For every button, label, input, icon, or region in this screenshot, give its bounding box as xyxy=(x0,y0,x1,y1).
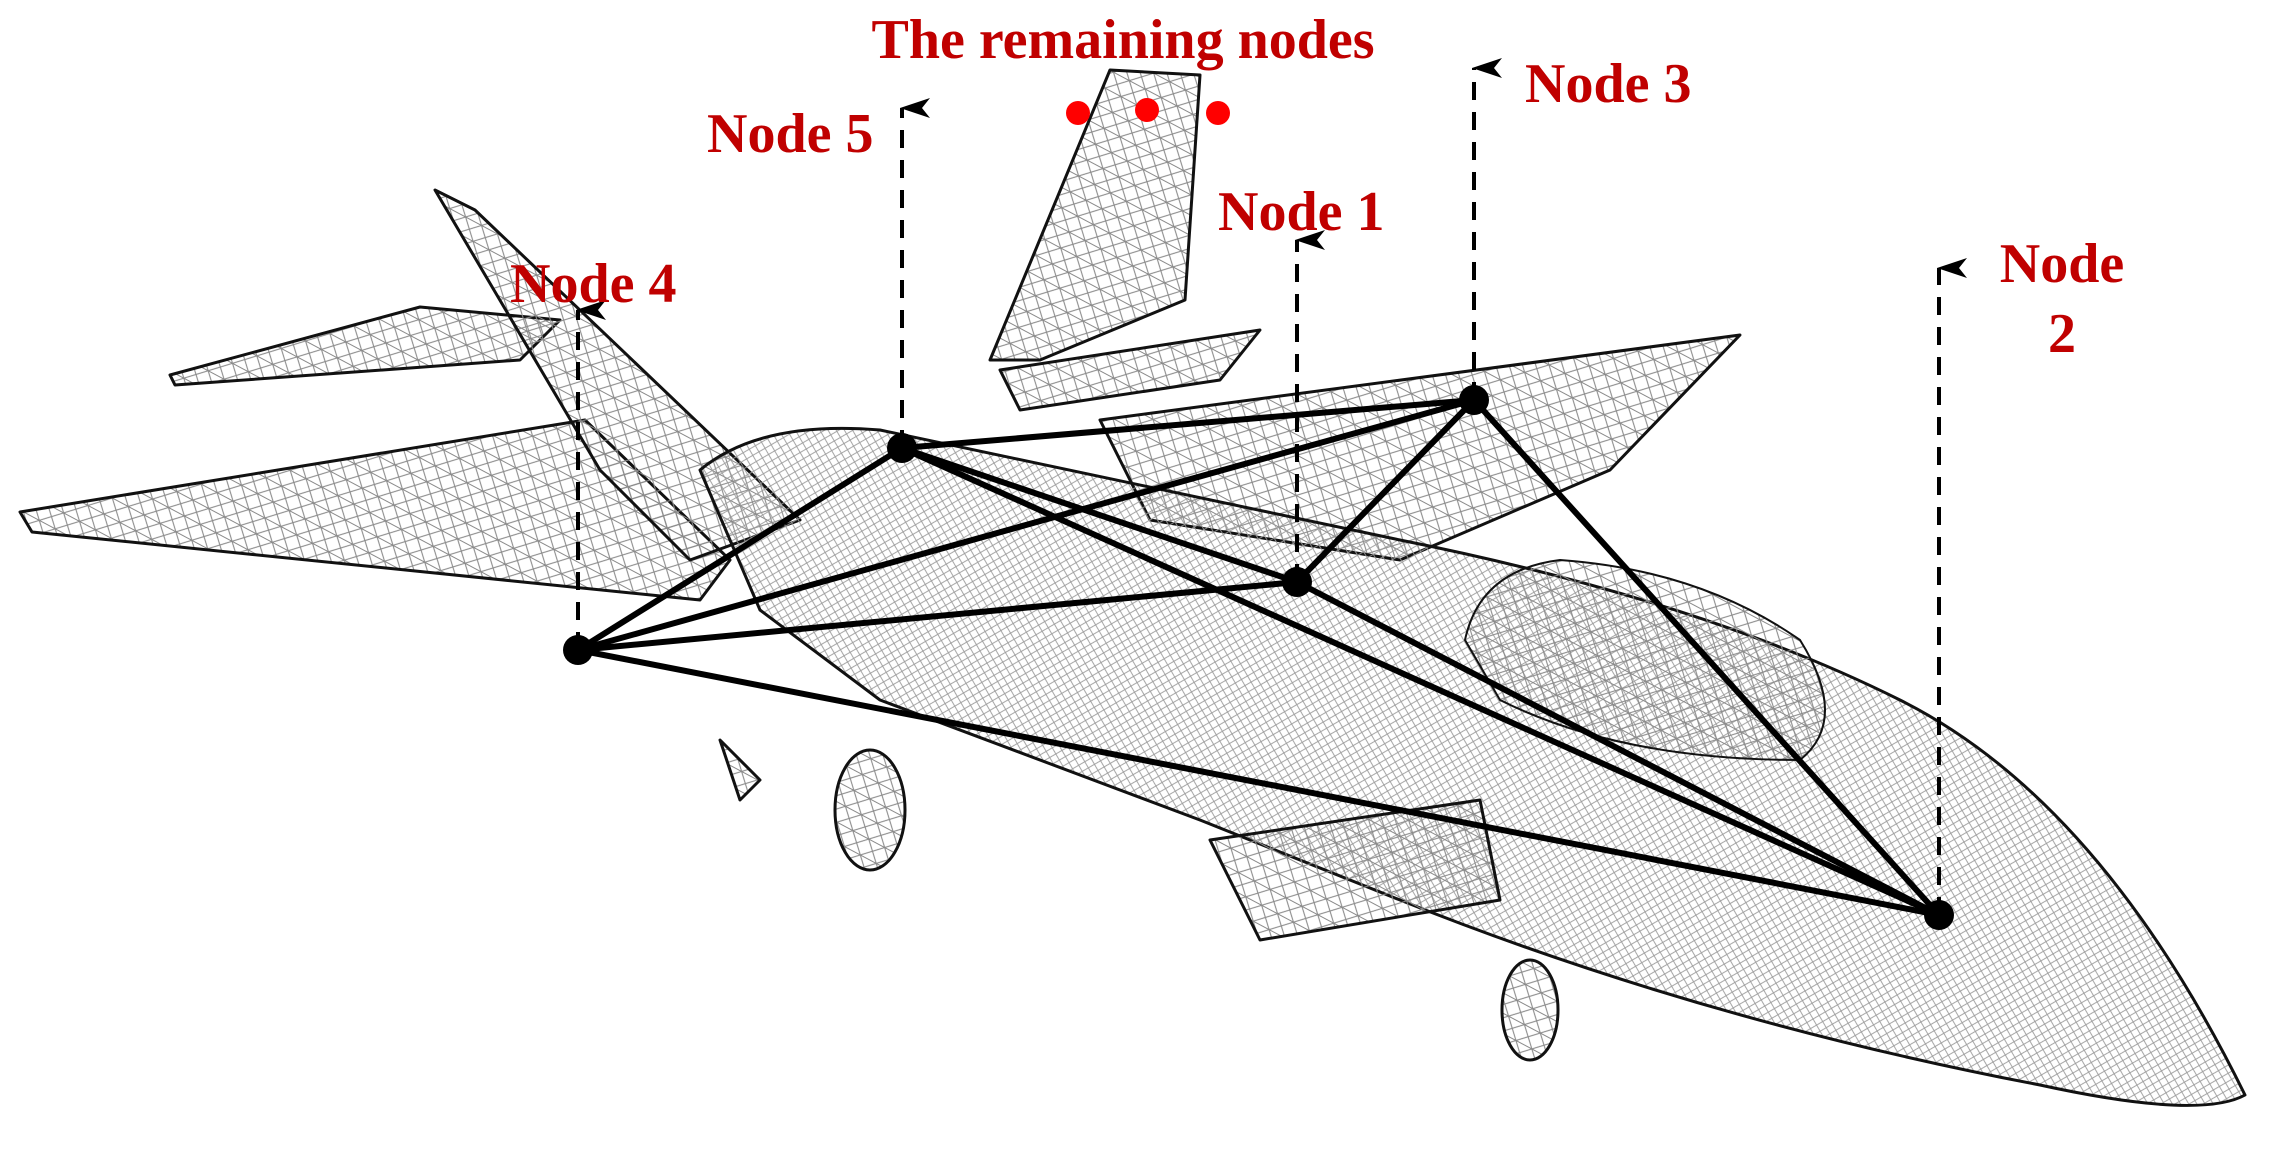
node4-label: Node 4 xyxy=(510,253,676,315)
network-links xyxy=(576,397,1942,918)
link-node4-node2 xyxy=(577,647,1940,918)
node3-label: Node 3 xyxy=(1525,53,1691,115)
node4-point xyxy=(563,635,593,665)
fighter-jet-illustration xyxy=(18,68,2247,1107)
left-stabilizer xyxy=(168,305,562,387)
fuselage xyxy=(698,426,2247,1107)
link-node4-node1 xyxy=(577,579,1298,653)
link-node5-node1 xyxy=(901,445,1298,585)
link-node5-node2 xyxy=(900,445,1941,918)
left-wing xyxy=(18,418,732,602)
node5-point xyxy=(887,433,917,463)
right-stabilizer xyxy=(998,328,1262,412)
remaining-dot-2 xyxy=(1135,98,1159,122)
intake xyxy=(1208,798,1502,942)
link-node4-node3 xyxy=(577,397,1475,653)
node3-point xyxy=(1459,385,1489,415)
canopy xyxy=(1464,559,1826,761)
link-node3-node2 xyxy=(1471,397,1942,918)
network-nodes xyxy=(563,385,1954,930)
node2-point xyxy=(1924,900,1954,930)
link-node1-node2 xyxy=(1295,579,1941,918)
remaining-nodes-label: The remaining nodes xyxy=(871,9,1374,71)
link-node5-node3 xyxy=(901,397,1475,451)
node5-label: Node 5 xyxy=(707,103,873,165)
node1-label: Node 1 xyxy=(1218,181,1384,243)
remaining-dot-1 xyxy=(1066,101,1090,125)
link-node5-node4 xyxy=(576,445,904,653)
remaining-nodes-dots xyxy=(1066,98,1230,125)
node2-label-line1: Node xyxy=(2000,233,2124,295)
remaining-dot-3 xyxy=(1206,101,1230,125)
landing-gear-left xyxy=(833,748,907,872)
node1-point xyxy=(1282,567,1312,597)
landing-gear-front xyxy=(1500,958,1560,1062)
link-node1-node3 xyxy=(1294,397,1477,585)
labels: The remaining nodes Node 5 Node 3 Node 1… xyxy=(510,9,2124,365)
vertical-arrows xyxy=(576,58,1967,915)
right-vertical-tail xyxy=(988,68,1202,362)
node2-label-line2: 2 xyxy=(2048,303,2076,365)
